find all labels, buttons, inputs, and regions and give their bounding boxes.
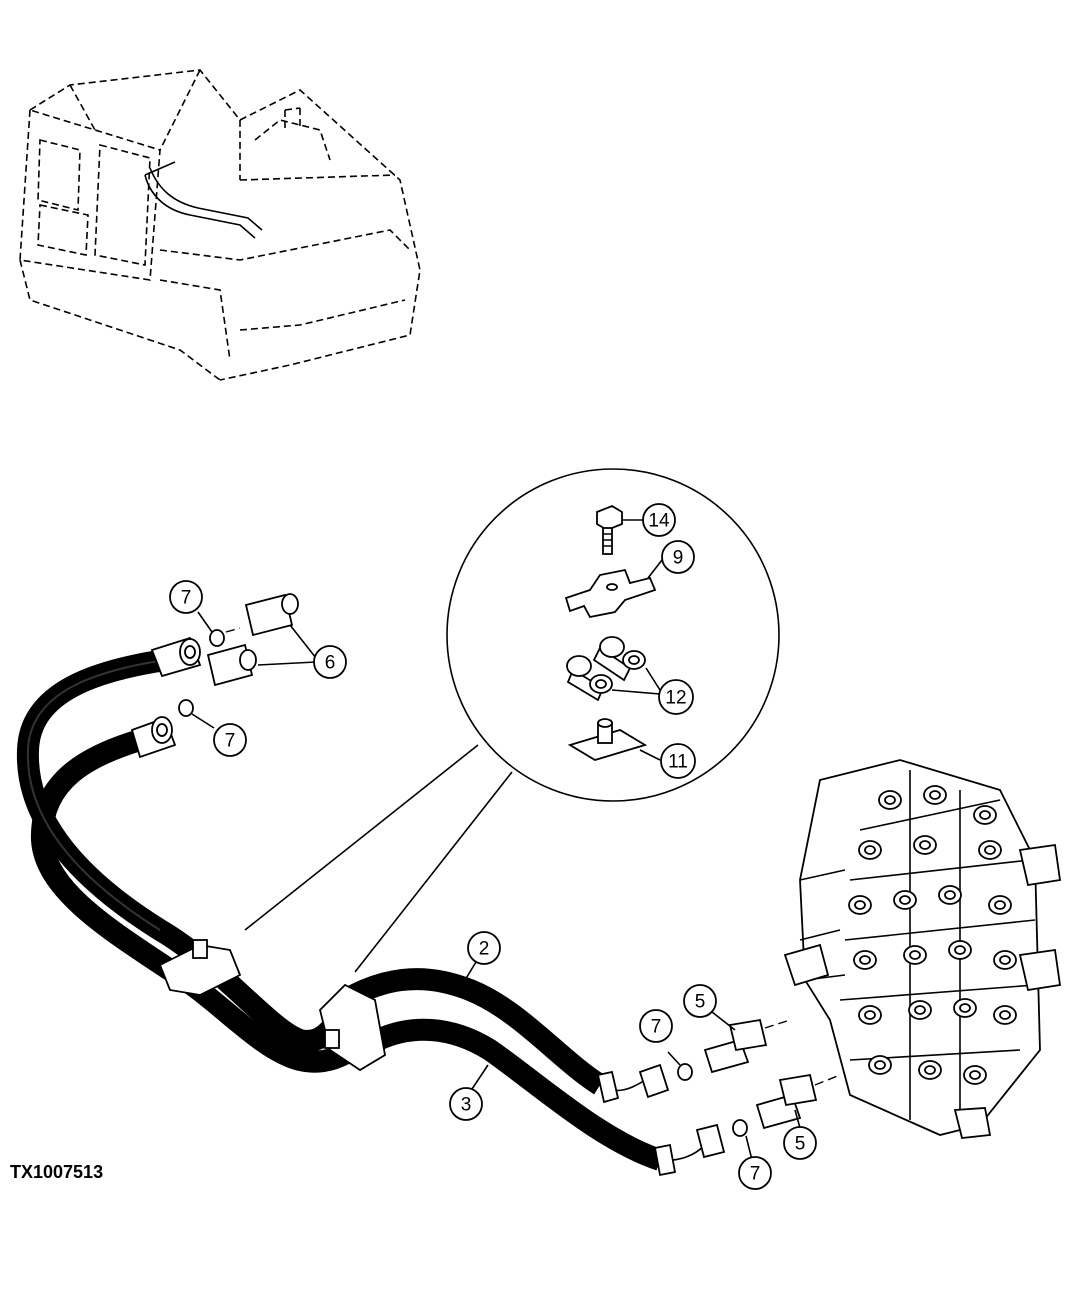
o-ring-part-7-upper <box>197 611 241 647</box>
valve-port-bore <box>864 1010 876 1020</box>
valve-port-bore <box>919 840 931 850</box>
valve-port-bore <box>899 895 911 905</box>
callout-5-upper: 5 <box>683 984 717 1018</box>
callout-5-lower-label: 5 <box>795 1134 806 1155</box>
valve-port-bore <box>979 810 991 820</box>
detail-magnification-circle <box>244 468 780 973</box>
valve-port-bore <box>999 1010 1011 1020</box>
callout-7-middle: 7 <box>213 723 247 757</box>
valve-port-bore <box>884 795 896 805</box>
adapter-part-5-lower <box>732 1073 841 1161</box>
valve-port-bore <box>984 845 996 855</box>
callout-7-upper: 7 <box>169 580 203 614</box>
callout-3: 3 <box>449 1064 489 1121</box>
plate-part-11 <box>567 718 661 761</box>
bolt-part-14 <box>596 504 643 555</box>
bushing-part-12 <box>566 636 661 702</box>
callout-3-label: 3 <box>461 1095 472 1116</box>
figure-id: TX1007513 <box>10 1162 104 1182</box>
valve-port-bore <box>999 955 1011 965</box>
callout-7-upper-label: 7 <box>181 588 192 609</box>
callout-7-right-lower-label: 7 <box>750 1164 761 1185</box>
hose-clamp-right <box>319 983 386 1072</box>
hose-fitting-lower <box>130 716 177 759</box>
callout-6-label: 6 <box>325 653 336 674</box>
callout-2-label: 2 <box>479 939 490 960</box>
valve-port-bore <box>959 1003 971 1013</box>
adapter-part-6 <box>206 593 317 687</box>
o-ring-part-7-middle <box>178 699 215 729</box>
callout-6: 6 <box>313 645 347 679</box>
callout-11: 11 <box>660 743 696 779</box>
adapter-part-5-upper <box>667 1011 791 1081</box>
valve-port-bore <box>859 955 871 965</box>
valve-port-bore <box>909 950 921 960</box>
valve-port-bore <box>914 1005 926 1015</box>
hose-assembly-upper-left <box>16 649 367 1073</box>
callout-9: 9 <box>661 540 695 574</box>
callout-7-right-upper-label: 7 <box>651 1017 662 1038</box>
valve-port-bore <box>929 790 941 800</box>
valve-port-bore <box>874 1060 886 1070</box>
machine-overview-illustration <box>19 69 421 381</box>
callout-14-label: 14 <box>648 511 670 532</box>
callout-14: 14 <box>642 503 676 537</box>
callout-2: 2 <box>461 931 501 986</box>
callout-11-label: 11 <box>668 752 688 773</box>
valve-ports <box>848 785 1017 1085</box>
valve-port-bore <box>969 1070 981 1080</box>
callout-5-upper-label: 5 <box>695 992 706 1013</box>
callout-7-right-lower: 7 <box>738 1156 772 1190</box>
clamp-part-9 <box>564 559 663 619</box>
valve-port-bore <box>864 845 876 855</box>
valve-port-bore <box>994 900 1006 910</box>
valve-port-bore <box>954 945 966 955</box>
valve-port-bore <box>924 1065 936 1075</box>
callout-9-label: 9 <box>673 548 684 569</box>
hose-clamp-left <box>158 939 242 996</box>
callout-5-lower: 5 <box>783 1126 817 1160</box>
callout-7-middle-label: 7 <box>225 731 236 752</box>
hose-part-3 <box>373 1018 726 1177</box>
callout-12-label: 12 <box>665 688 686 709</box>
hose-fitting-upper <box>150 636 202 678</box>
valve-port-bore <box>944 890 956 900</box>
hose-part-2 <box>339 968 670 1104</box>
callout-12: 12 <box>658 679 694 715</box>
valve-port-bore <box>854 900 866 910</box>
callout-7-right-upper: 7 <box>639 1009 673 1043</box>
